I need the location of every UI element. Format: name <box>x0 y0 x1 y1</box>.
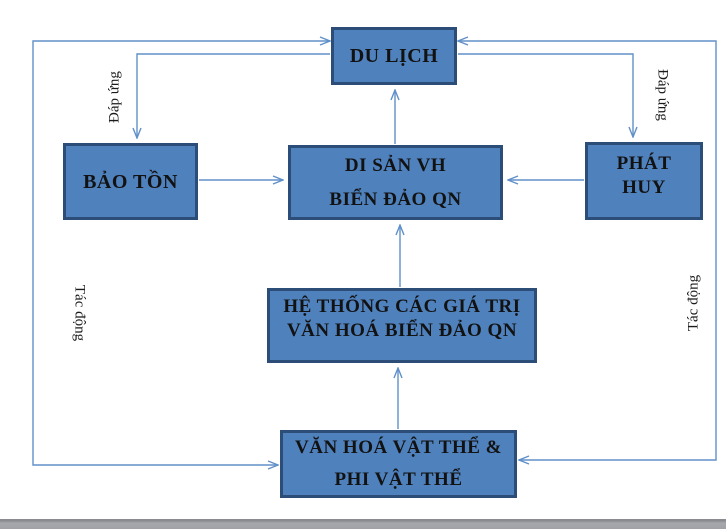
node-du-lich: DU LỊCH <box>331 27 457 85</box>
node-label-line2: HUY <box>622 177 666 198</box>
edge-label-tac-dong-left: Tác động <box>71 284 88 342</box>
page-bottom-edge-bar <box>0 519 726 529</box>
edge-label-dap-ung-right: Đáp ứng <box>654 69 671 121</box>
node-label-line1: HỆ THỐNG CÁC GIÁ TRỊ <box>283 295 521 317</box>
node-di-san-vh-bien-dao-qn: DI SẢN VH BIỂN ĐẢO QN <box>288 145 503 220</box>
node-label: BẢO TỒN <box>83 170 178 193</box>
node-label-line2: BIỂN ĐẢO QN <box>329 188 462 210</box>
node-van-hoa-vat-the: VĂN HOÁ VẬT THỂ & PHI VẬT THỂ <box>280 430 517 498</box>
edge-label-dap-ung-left: Đáp ứng <box>106 71 123 123</box>
edge-label-tac-dong-right: Tác động <box>685 274 702 332</box>
node-bao-ton: BẢO TỒN <box>63 143 198 220</box>
node-label: DU LỊCH <box>349 45 439 67</box>
node-he-thong-cac-gia-tri: HỆ THỐNG CÁC GIÁ TRỊ VĂN HOÁ BIỂN ĐẢO QN <box>267 288 537 363</box>
node-label-line1: VĂN HOÁ VẬT THỂ & <box>295 437 502 458</box>
node-label-line1: DI SẢN VH <box>344 154 447 176</box>
node-label-line2: PHI VẬT THỂ <box>334 469 463 490</box>
node-phat-huy: PHÁT HUY <box>585 142 703 220</box>
node-label-line1: PHÁT <box>616 153 672 174</box>
node-label-line2: VĂN HOÁ BIỂN ĐẢO QN <box>286 319 518 341</box>
